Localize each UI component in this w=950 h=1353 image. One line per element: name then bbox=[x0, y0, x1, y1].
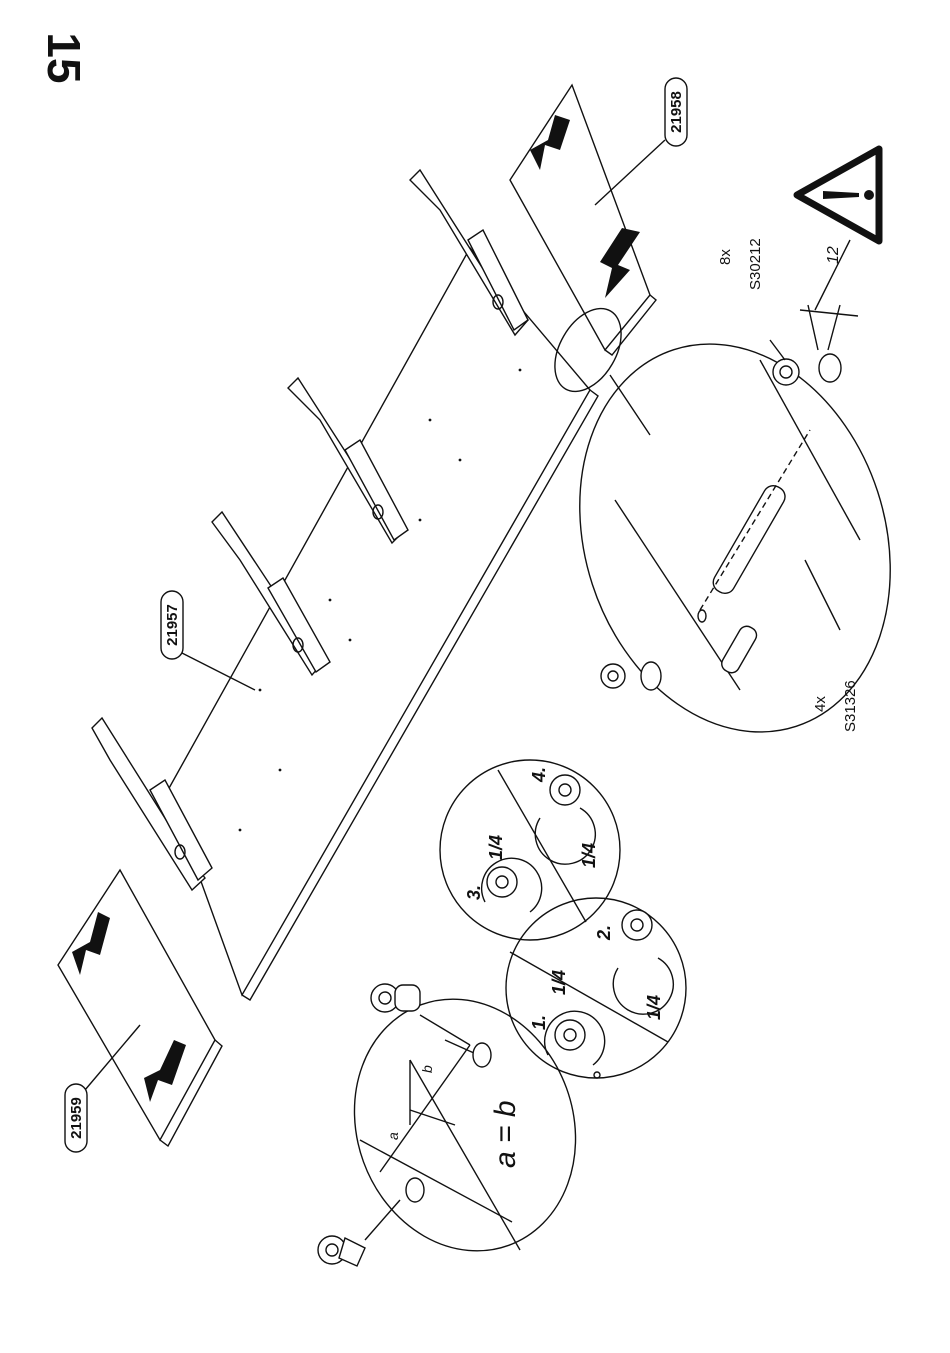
dim-b: b bbox=[419, 1065, 435, 1073]
part-label-21958: 21958 bbox=[665, 78, 687, 146]
svg-text:21958: 21958 bbox=[668, 91, 685, 133]
svg-text:21959: 21959 bbox=[68, 1097, 85, 1139]
turn-step-2: 2. bbox=[594, 925, 614, 941]
quarter-turn-4: 1/4 bbox=[579, 843, 599, 868]
part-label-21959: 21959 bbox=[65, 1084, 87, 1152]
cam-code: S30212 bbox=[747, 238, 764, 290]
turn-step-4: 4. bbox=[529, 767, 549, 783]
dowel-count: 4x bbox=[812, 696, 829, 712]
detail-spacing bbox=[318, 968, 610, 1282]
warning-triangle-icon bbox=[797, 149, 879, 241]
step-number: 15 bbox=[38, 32, 90, 83]
quarter-turn-3: 1/4 bbox=[486, 835, 506, 860]
quarter-turn-1: 1/4 bbox=[549, 970, 569, 995]
cam-count: 8x bbox=[717, 249, 734, 265]
turn-step-3: 3. bbox=[464, 885, 484, 900]
turn-step-1: 1. bbox=[529, 1015, 549, 1030]
svg-text:21957: 21957 bbox=[164, 604, 181, 646]
part-label-21957: 21957 bbox=[161, 591, 183, 659]
formula-a-equals-b: a = b bbox=[489, 1100, 522, 1168]
panel-21957 bbox=[168, 248, 598, 1000]
dimension-12: 12 bbox=[825, 246, 842, 264]
dim-a: a bbox=[385, 1132, 401, 1140]
quarter-turn-2: 1/4 bbox=[644, 995, 664, 1020]
dowel-code: S31326 bbox=[842, 680, 859, 732]
